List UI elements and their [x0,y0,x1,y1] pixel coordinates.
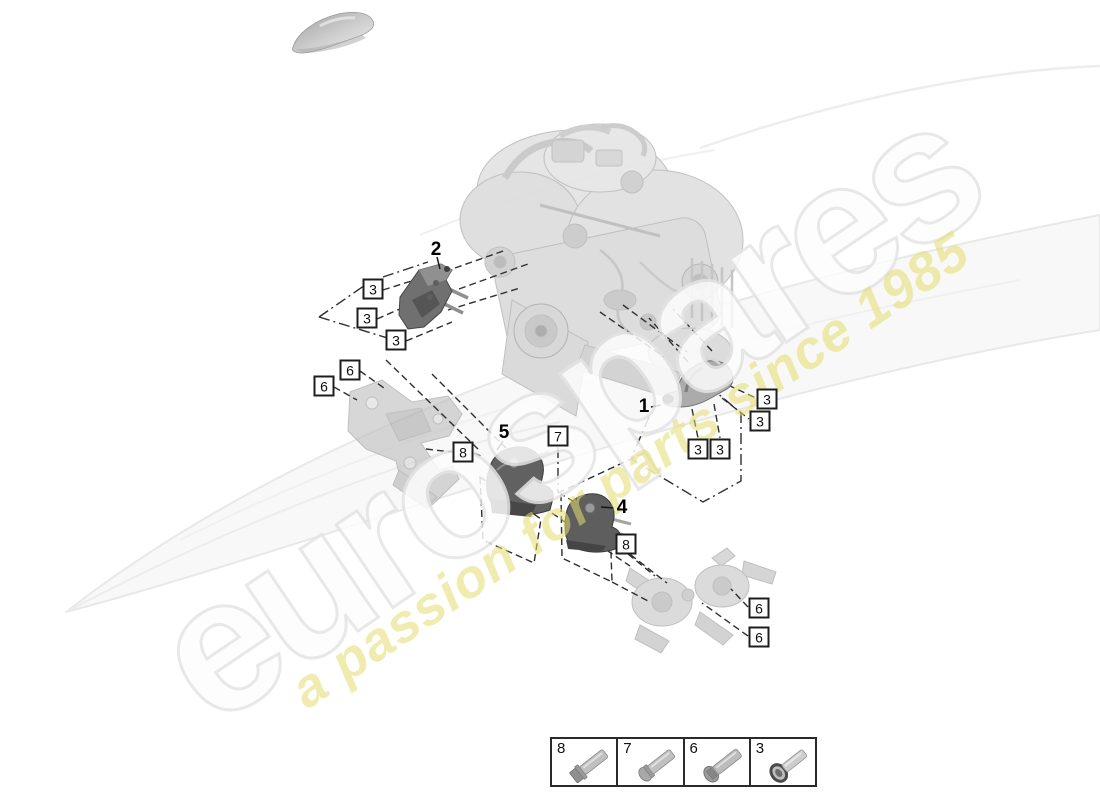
lifting-bracket-part-1 [662,357,734,408]
label-leader-lines [436,256,662,509]
car-silhouette [292,11,375,54]
hex-flange-bolt-icon [703,748,742,783]
legend-item-8[interactable]: 8 [552,739,619,785]
callout-ref: 8 [622,536,630,552]
callout-box-8[interactable]: 8 [452,441,474,463]
part-label-1[interactable]: 1 [638,396,650,417]
engine-mount-part-4 [564,493,632,553]
callout-box-3[interactable]: 3 [687,438,709,460]
hex-bolt-icon [569,749,609,784]
flange-bolt-icon [637,749,675,782]
callout-box-6[interactable]: 6 [339,359,361,381]
callout-ref: 6 [755,629,763,645]
callout-box-3[interactable]: 3 [756,388,778,410]
callout-ref: 8 [459,444,467,460]
legend-ref-label: 8 [557,740,566,757]
callout-box-3[interactable]: 3 [385,329,407,351]
crossmember-part [347,379,463,510]
legend-ref-label: 3 [755,740,765,757]
callout-box-6[interactable]: 6 [748,626,770,648]
callout-ref: 7 [554,428,562,444]
callout-ref: 3 [363,310,371,326]
bolt-with-washer-icon [769,749,808,783]
callout-box-7[interactable]: 7 [547,425,569,447]
callout-ref: 6 [755,600,763,616]
legend-item-3[interactable]: 3 [751,739,815,785]
callout-ref: 3 [369,281,377,297]
callout-box-6[interactable]: 6 [748,597,770,619]
legend-item-6[interactable]: 6 [685,739,751,785]
callout-box-8[interactable]: 8 [615,533,637,555]
callout-ref: 3 [756,413,764,429]
legend-ref-label: 6 [689,740,698,757]
callout-box-3[interactable]: 3 [749,410,771,432]
callout-ref: 3 [392,332,400,348]
engine-illustration [459,123,744,417]
callout-ref: 3 [716,441,724,457]
engine-support-bracket-part-2 [398,263,469,330]
callout-ref: 3 [763,391,771,407]
callout-ref: 6 [346,362,354,378]
legend-item-7[interactable]: 7 [618,739,685,785]
engine-mount-part-5 [486,446,554,517]
part-label-2[interactable]: 2 [430,239,442,260]
callout-box-3[interactable]: 3 [356,307,378,329]
callout-box-3[interactable]: 3 [709,438,731,460]
rear-subframe-part [625,547,777,654]
callout-box-3[interactable]: 3 [362,278,384,300]
fastener-legend: 8 7 [550,737,817,787]
callout-ref: 3 [694,441,702,457]
part-label-4[interactable]: 4 [616,497,628,518]
callout-box-6[interactable]: 6 [313,375,335,397]
legend-ref-label: 7 [623,740,632,757]
part-label-5[interactable]: 5 [498,422,510,443]
callout-ref: 6 [320,378,328,394]
